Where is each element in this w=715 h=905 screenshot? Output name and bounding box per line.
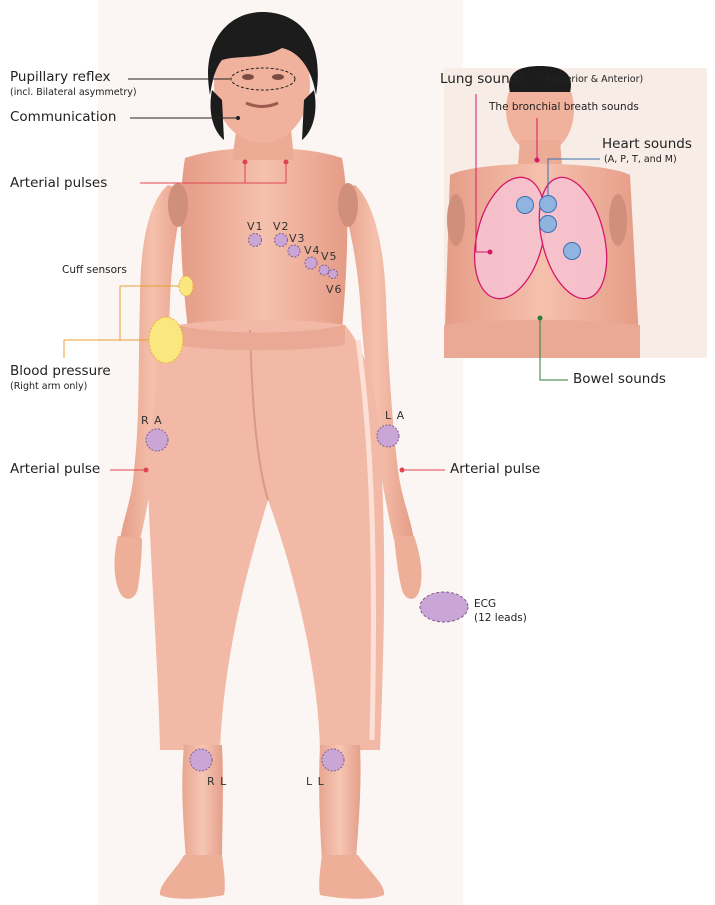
cuff-sensor-lower — [149, 317, 183, 363]
arterial-pulse-right-label: Arterial pulse — [10, 462, 100, 478]
ecg-electrode-v2 — [275, 234, 288, 247]
ecg-electrode-v6 — [329, 270, 338, 279]
ecg-electrode-v1 — [249, 234, 262, 247]
ecg-sublabel: (12 leads) — [474, 612, 527, 624]
left-wrist-pulse-dot — [400, 468, 405, 473]
communication-dot — [236, 116, 240, 120]
ecg-label: ECG — [474, 598, 496, 610]
bowel-sounds-label: Bowel sounds — [573, 372, 666, 388]
right-shoulder-joint — [168, 183, 188, 227]
blood-pressure-sublabel: (Right arm only) — [10, 382, 87, 393]
ecg-lead-v2-label: V2 — [273, 220, 290, 233]
inset-right-shoulder-joint — [447, 194, 465, 246]
ecg-lead-rl-label: R L — [207, 775, 227, 788]
ecg-lead-v1-label: V1 — [247, 220, 264, 233]
inset-left-shoulder-joint — [609, 194, 627, 246]
ecg-electrode-v4 — [305, 257, 317, 269]
ecg-electrode-la — [377, 425, 399, 447]
torso — [181, 148, 348, 330]
ecg-electrode-v5 — [319, 265, 329, 275]
heart-point-mitral — [564, 243, 581, 260]
arterial-pulse-left-label: Arterial pulse — [450, 462, 540, 478]
blood-pressure-label: Blood pressure — [10, 364, 111, 380]
ecg-legend-marker — [420, 592, 468, 622]
ecg-lead-la-label: L A — [385, 409, 405, 422]
left-shoulder-joint — [338, 183, 358, 227]
heart-point-pulmonic — [540, 196, 557, 213]
ecg-electrode-rl — [190, 749, 212, 771]
ecg-electrode-v3 — [288, 245, 300, 257]
bronchial-breath-sounds-label: The bronchial breath sounds — [489, 101, 639, 113]
ecg-lead-v4-label: V4 — [304, 244, 321, 257]
bowel-sounds-dot — [538, 316, 543, 321]
ecg-lead-ra-label: R A — [141, 414, 163, 427]
ecg-electrode-ra — [146, 429, 168, 451]
ecg-electrode-ll — [322, 749, 344, 771]
arterial-pulses-label: Arterial pulses — [10, 176, 107, 192]
cuff-sensor-upper — [179, 276, 193, 296]
right-wrist-pulse-dot — [144, 468, 149, 473]
heart-point-aortic — [517, 197, 534, 214]
heart-point-tricuspid — [540, 216, 557, 233]
carotid-pulse-right-dot — [243, 160, 248, 165]
inset-neck — [518, 140, 562, 165]
right-eye — [242, 74, 254, 80]
bronchial-dot — [535, 158, 540, 163]
lung-sounds-dot — [488, 250, 493, 255]
heart-sounds-label: Heart sounds — [602, 137, 692, 153]
inset-pants — [444, 320, 640, 358]
pupillary-reflex-sublabel: (incl. Bilateral asymmetry) — [10, 88, 137, 99]
communication-label: Communication — [10, 110, 116, 126]
ecg-lead-ll-label: L L — [306, 775, 325, 788]
auscultation-inset — [444, 66, 707, 380]
heart-sounds-sublabel: (A, P, T, and M) — [604, 155, 677, 166]
carotid-pulse-left-dot — [284, 160, 289, 165]
lung-sounds-sublabel: (Posterior & Anterior) — [542, 75, 643, 86]
ecg-lead-v5-label: V5 — [321, 250, 338, 263]
pupillary-reflex-label: Pupillary reflex — [10, 70, 111, 86]
cuff-sensors-label: Cuff sensors — [62, 264, 127, 276]
lung-sounds-label: Lung sounds — [440, 72, 525, 88]
left-eye — [272, 74, 284, 80]
ecg-lead-v6-label: V6 — [326, 283, 343, 296]
